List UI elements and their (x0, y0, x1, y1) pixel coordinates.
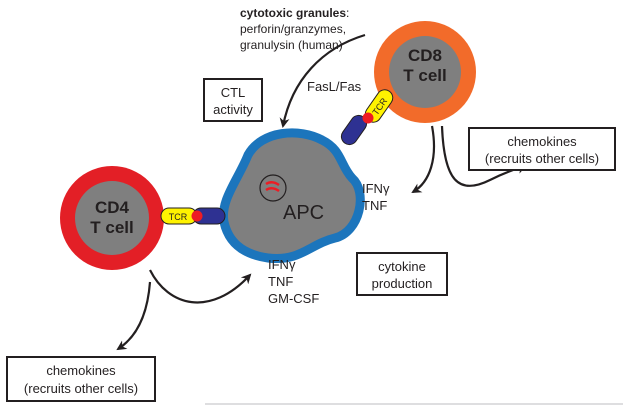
granules-title: cytotoxic granules: (240, 6, 349, 20)
cd4-cytokines: IFNγ TNF GM-CSF (268, 256, 319, 307)
granules-title-colon: : (346, 6, 350, 20)
fasl-fas-label: FasL/Fas (307, 79, 362, 94)
arrow-cytotoxic-granules (279, 33, 366, 128)
cd8-tcr-complex (340, 89, 394, 146)
cytokine-production-line1: cytokine (378, 259, 426, 274)
apc-label: APC (283, 202, 325, 224)
cd4-label-line2: T cell (90, 218, 134, 237)
cd8-t-cell-inner (389, 36, 461, 108)
cd8-label: CD8 T cell (385, 46, 465, 86)
apc-granule-mark (265, 181, 280, 187)
arrow-cd4-to-cytokines (149, 269, 252, 304)
cd8-label-line2: T cell (403, 66, 447, 85)
cd8-cytokine-tnf: TNF (362, 198, 388, 213)
granules-line2: perforin/granzymes, (240, 22, 347, 36)
cd8-cytokine-ifng: IFNγ (362, 181, 390, 196)
cd4-label-line1: CD4 (94, 198, 129, 217)
arrow-cd4-to-chemokines (116, 281, 152, 351)
cd4-label: CD4 T cell (72, 198, 152, 238)
cd4-tcr-label: TCR (169, 212, 188, 222)
ctl-activity-box: CTL activity (203, 78, 263, 122)
chemokines-left-line1: chemokines (46, 363, 116, 378)
cytokine-production-box: cytokine production (356, 252, 448, 296)
ctl-activity-line1: CTL (220, 85, 246, 100)
cd4-cytokine-gmcsf: GM-CSF (268, 291, 320, 306)
cd4-t-cell-inner (75, 181, 149, 255)
cd4-cytokine-tnf: TNF (268, 274, 294, 289)
granules-line3: granulysin (human) (240, 38, 343, 52)
cd4-tcr-complex (160, 207, 226, 225)
chemokines-box-left: chemokines (recruits other cells) (6, 356, 156, 402)
apc-granule-vesicle (259, 174, 287, 202)
cd8-cytokines: IFNγ TNF (362, 180, 389, 214)
cytokine-production-line2: production (371, 276, 433, 291)
chemokines-right-line1: chemokines (507, 134, 577, 149)
chemokines-left-line2: (recruits other cells) (23, 381, 139, 396)
arrow-cd8-to-cytokines (411, 125, 436, 194)
granules-title-text: cytotoxic granules (240, 6, 347, 20)
cd8-label-line1: CD8 (407, 46, 442, 65)
chemokines-box-right: chemokines (recruits other cells) (468, 127, 616, 171)
apc-cell (218, 128, 365, 264)
cd4-cytokine-ifng: IFNγ (268, 257, 296, 272)
apc-granule-mark (265, 187, 280, 193)
chemokines-right-line2: (recruits other cells) (484, 151, 600, 166)
ctl-activity-line2: activity (213, 102, 253, 117)
